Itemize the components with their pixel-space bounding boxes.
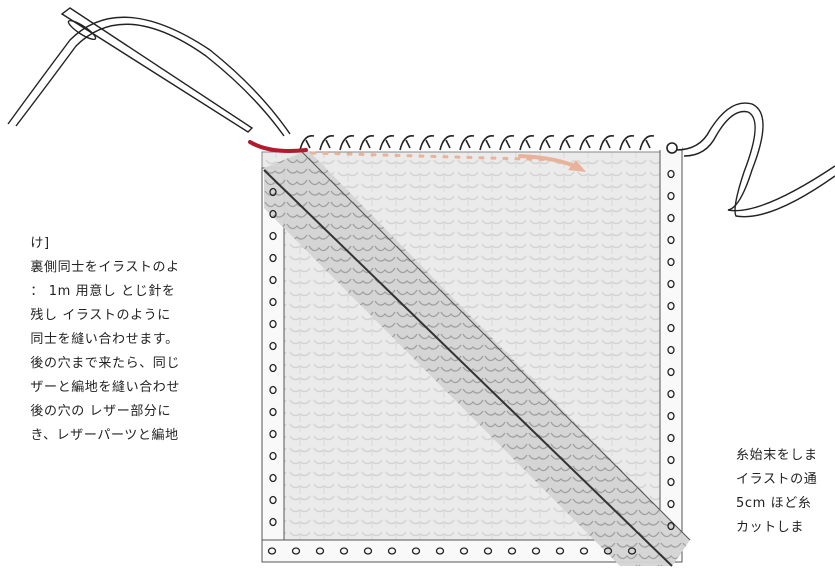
- diagonal-band: [263, 149, 691, 567]
- instructions-left: け] 裏側同士をイラストのよ ： 1m 用意し とじ針を 残し イラストのように…: [30, 232, 180, 448]
- knitted-panel: [261, 147, 683, 563]
- instruction-line: 残し イラストのように: [30, 308, 171, 323]
- instruction-line: イラストの通: [736, 472, 818, 487]
- instruction-line: 5cm ほど糸: [736, 496, 812, 511]
- instruction-line: き、レザーパーツと編地: [30, 428, 179, 443]
- instruction-line: け]: [30, 236, 50, 251]
- instruction-line: 後の穴まで来たら、同じ: [30, 356, 180, 371]
- stitch-direction-arrow-icon: [310, 151, 586, 172]
- instruction-line: 糸始末をしま: [736, 448, 818, 463]
- trailing-yarn: [675, 102, 835, 218]
- instruction-line: 同士を縫い合わせます。: [30, 332, 179, 347]
- instruction-line: カットしま: [736, 520, 805, 535]
- instruction-line: ： 1m 用意し とじ針を: [30, 284, 176, 299]
- left-lacing-holes: [269, 187, 277, 527]
- sewing-needle-icon: [7, 7, 291, 137]
- instructions-right: 糸始末をしま イラストの通 5cm ほど糸 カットしま: [736, 444, 818, 540]
- top-whipstitch-seam: [290, 134, 682, 154]
- instruction-line: ザーと編地を縫い合わせ: [30, 380, 180, 395]
- right-lacing-holes: [667, 169, 675, 531]
- instruction-line: 裏側同士をイラストのよ: [30, 260, 180, 275]
- instruction-line: 後の穴の レザー部分に: [30, 404, 172, 419]
- yarn-start-tail: [248, 140, 308, 153]
- bottom-lacing-holes: [267, 547, 637, 555]
